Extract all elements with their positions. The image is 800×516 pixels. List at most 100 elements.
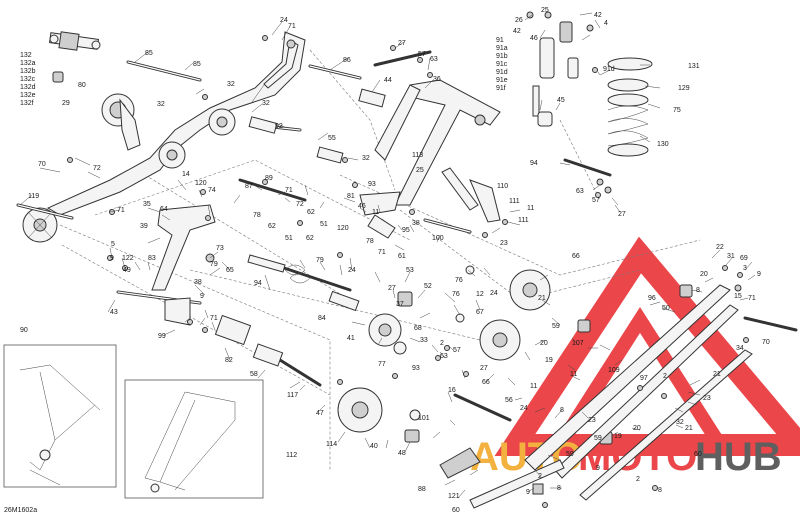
callout-26: 26 (515, 17, 523, 24)
callout-63-a: 63 (430, 56, 438, 63)
callout-51-b: 51 (285, 235, 293, 242)
callout-95: 95 (402, 227, 410, 234)
callout-120-b: 120 (337, 225, 349, 232)
callout-121: 121 (448, 493, 460, 500)
callout-5: 5 (111, 241, 115, 248)
callout-132b: 132b (20, 68, 36, 75)
callout-130: 130 (657, 141, 669, 148)
callout-11-d: 11 (570, 371, 577, 378)
callout-91f: 91f (496, 85, 506, 92)
callout-132e: 132e (20, 92, 36, 99)
callout-42-a: 42 (594, 12, 602, 19)
detail-box-112 (124, 379, 264, 499)
callout-51-a: 51 (320, 221, 328, 228)
callout-132f: 132f (20, 100, 34, 107)
callout-71-e: 71 (210, 315, 218, 322)
callout-97: 97 (640, 375, 648, 382)
callout-27-d: 27 (480, 365, 488, 372)
callout-71-d: 71 (378, 249, 386, 256)
callout-45: 45 (557, 97, 565, 104)
callout-63-c: 63 (440, 353, 448, 360)
callout-31: 31 (727, 253, 735, 260)
callout-131: 131 (688, 63, 700, 70)
callout-94-a: 94 (530, 160, 538, 167)
callout-129: 129 (678, 85, 690, 92)
callout-71: 71 (288, 23, 296, 30)
callout-89: 89 (265, 175, 273, 182)
callout-82: 82 (225, 357, 233, 364)
callout-81: 81 (347, 193, 355, 200)
callout-96: 96 (648, 295, 656, 302)
callout-93-b: 93 (412, 365, 420, 372)
callout-8-c: 8 (658, 487, 662, 494)
callout-4: 4 (604, 20, 608, 27)
callout-2-d: 2 (538, 473, 542, 480)
callout-27-b: 27 (618, 211, 626, 218)
callout-87: 87 (245, 183, 253, 190)
callout-39: 39 (140, 223, 148, 230)
callout-59-b: 59 (594, 435, 602, 442)
callout-78-a: 78 (253, 212, 261, 219)
callout-72-b: 72 (296, 201, 304, 208)
callout-70-a: 70 (38, 161, 46, 168)
front-arm-assembly (22, 31, 306, 243)
callout-71-c: 71 (285, 187, 293, 194)
callout-labels: 24 71 132 132a 132b 132c 132d 132e 132f … (4, 7, 770, 514)
torsion-spring (247, 254, 311, 284)
watermark-hub: HUB (695, 435, 782, 479)
callout-40: 40 (370, 443, 378, 450)
callout-20-c: 20 (633, 425, 641, 432)
callout-110: 110 (497, 183, 508, 190)
callout-23-a: 23 (500, 240, 508, 247)
callout-62-c: 62 (306, 235, 314, 242)
callout-47: 47 (316, 410, 324, 417)
callout-77: 77 (378, 361, 386, 368)
callout-43: 43 (110, 309, 118, 316)
idler-wheels (337, 265, 551, 433)
callout-9-c: 9 (757, 271, 761, 278)
callout-27-a: 27 (398, 40, 406, 47)
rear-shock-body (532, 21, 579, 127)
callout-2: 2 (440, 340, 444, 347)
callout-122: 122 (122, 255, 134, 262)
callout-52: 52 (424, 283, 432, 290)
callout-29: 29 (62, 100, 70, 107)
callout-76-b: 76 (452, 291, 460, 298)
callout-9-e: 9 (526, 489, 530, 496)
callout-132a: 132a (20, 60, 36, 67)
callout-8-b: 8 (696, 287, 700, 294)
callout-120-a: 120 (195, 180, 207, 187)
callout-59-a: 59 (552, 323, 560, 330)
callout-37: 37 (396, 301, 404, 308)
callout-53: 53 (406, 267, 414, 274)
callout-32-d: 32 (362, 155, 370, 162)
callout-70-b: 70 (762, 339, 770, 346)
callout-85-a: 85 (145, 50, 153, 57)
callout-91e: 91e (496, 77, 508, 84)
callout-65: 65 (226, 267, 234, 274)
center-rocker-arm (151, 191, 401, 326)
callout-33-a: 33 (420, 337, 428, 344)
callout-24-d: 24 (520, 405, 528, 412)
callout-132: 132 (20, 52, 32, 59)
callout-109: 109 (608, 367, 620, 374)
callout-19-b: 19 (614, 433, 622, 440)
callout-119: 119 (28, 193, 39, 200)
callout-21-b: 21 (713, 371, 721, 378)
callout-9-d: 9 (596, 465, 600, 472)
callout-41: 41 (347, 335, 355, 342)
callout-23-b: 23 (588, 417, 596, 424)
rear-shock-coil-spring (607, 57, 653, 157)
rear-shock-absorber (48, 31, 101, 83)
callout-111-a: 111 (509, 198, 520, 205)
callout-23-c: 23 (703, 395, 711, 402)
callout-38-a: 38 (412, 220, 420, 227)
callout-92: 92 (275, 123, 283, 130)
callout-91d-b: 91d (603, 66, 615, 73)
callout-8-a: 8 (560, 407, 564, 414)
cylinders-and-spacers (214, 88, 693, 495)
callout-78-b: 78 (366, 238, 374, 245)
callout-57-c: 57 (453, 347, 461, 354)
callout-112: 112 (286, 452, 297, 459)
callout-32-e: 32 (676, 419, 684, 426)
